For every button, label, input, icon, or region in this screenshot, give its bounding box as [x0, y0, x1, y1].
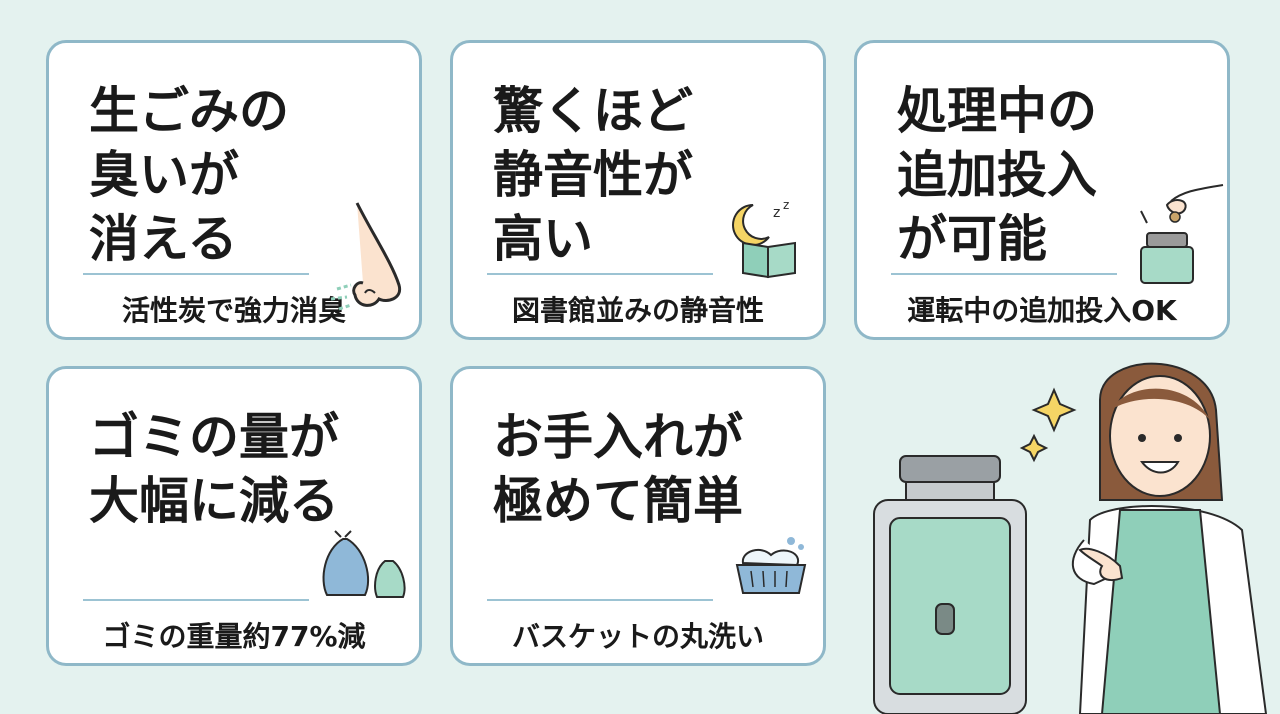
card-title: 驚くほど 静音性が 高い: [493, 82, 693, 268]
feature-card-cleaning: お手入れが 極めて簡単 バスケットの丸洗い: [450, 366, 826, 666]
card-subtitle: ゴミの重量約77%減: [102, 620, 366, 653]
feature-card-quiet: 驚くほど 静音性が 高い 図書館並みの静音性 z z: [450, 40, 826, 340]
divider: [83, 599, 309, 601]
card-title: お手入れが 極めて簡単: [493, 408, 743, 530]
presenter-illustration: [873, 362, 1268, 714]
hand-bin-icon: [1140, 184, 1224, 284]
wash-basket-icon: [735, 537, 807, 594]
card-title: 処理中の 追加投入 が可能: [897, 82, 1097, 268]
sparkle-icon: [1019, 433, 1049, 463]
card-subtitle: 運転中の追加投入OK: [907, 294, 1177, 327]
divider: [891, 273, 1117, 275]
card-title: ゴミの量が 大幅に減る: [89, 408, 339, 530]
feature-card-odor: 生ごみの 臭いが 消える 活性炭で強力消臭: [46, 40, 422, 340]
card-subtitle: 活性炭で強力消臭: [121, 294, 346, 327]
feature-card-add-during: 処理中の 追加投入 が可能 運転中の追加投入OK: [854, 40, 1230, 340]
svg-text:z: z: [773, 205, 780, 221]
card-title: 生ごみの 臭いが 消える: [89, 82, 289, 268]
svg-text:z: z: [783, 198, 789, 212]
divider: [487, 273, 713, 275]
sparkle-icon: [1031, 387, 1077, 433]
divider: [83, 273, 309, 275]
moon-book-icon: z z: [732, 198, 796, 279]
garbage-bags-icon: [322, 530, 406, 598]
feature-card-volume: ゴミの量が 大幅に減る ゴミの重量約77%減: [46, 366, 422, 666]
card-subtitle: 図書館並みの静音性: [511, 294, 764, 327]
card-subtitle: バスケットの丸洗い: [511, 620, 764, 653]
nose-icon: [330, 202, 402, 311]
disposer-appliance: [873, 455, 1027, 714]
divider: [487, 599, 713, 601]
woman-figure: [1071, 362, 1268, 714]
